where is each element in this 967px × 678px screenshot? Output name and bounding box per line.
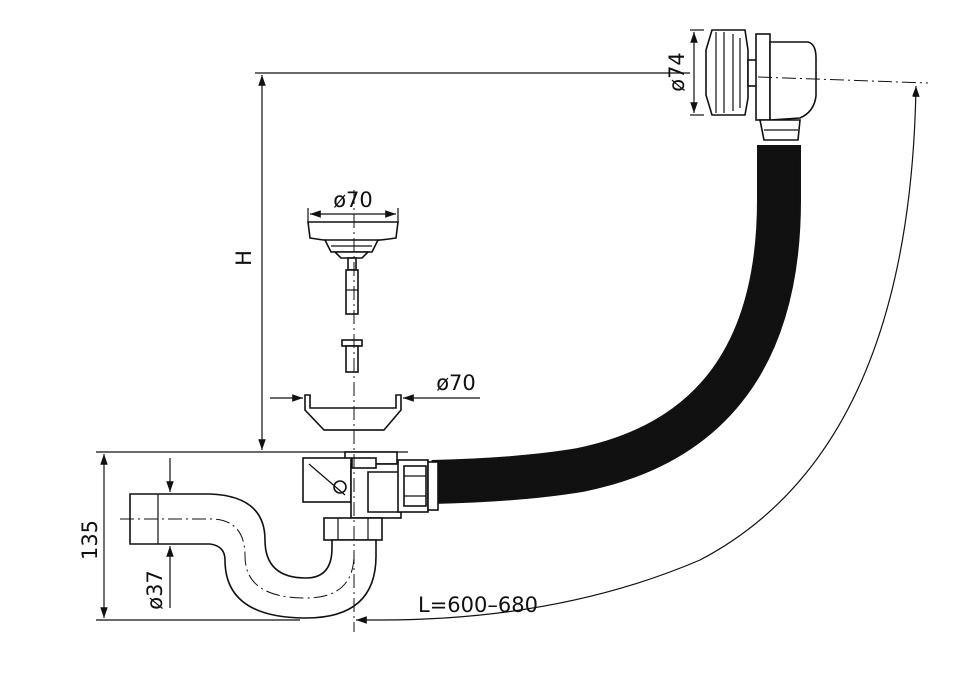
dim-height-h: H [232,72,690,450]
trap-height-label: 135 [78,520,102,560]
dim-outlet-diameter: ø37 [143,458,174,610]
outlet-diameter-label: ø37 [143,570,167,610]
dim-plug-diameter: ø70 [307,188,399,222]
dim-overflow-diameter: ø74 [665,29,704,116]
plug-diameter-label: ø70 [333,188,373,212]
height-label: H [232,250,256,266]
plug-assembly [307,221,399,373]
strainer-diameter-label: ø70 [436,371,476,395]
corrugated-hose [431,145,801,504]
overflow-diameter-label: ø74 [665,52,689,92]
waste-body [302,451,439,541]
dim-length-arc: L=600–680 [356,85,920,624]
dim-trap-height: 135 [78,451,300,621]
strainer-flange [304,394,402,431]
overflow-centerline [757,76,929,84]
length-range-label: L=600–680 [418,593,538,617]
overflow-head [705,29,817,141]
dim-strainer-diameter: ø70 [270,371,480,402]
